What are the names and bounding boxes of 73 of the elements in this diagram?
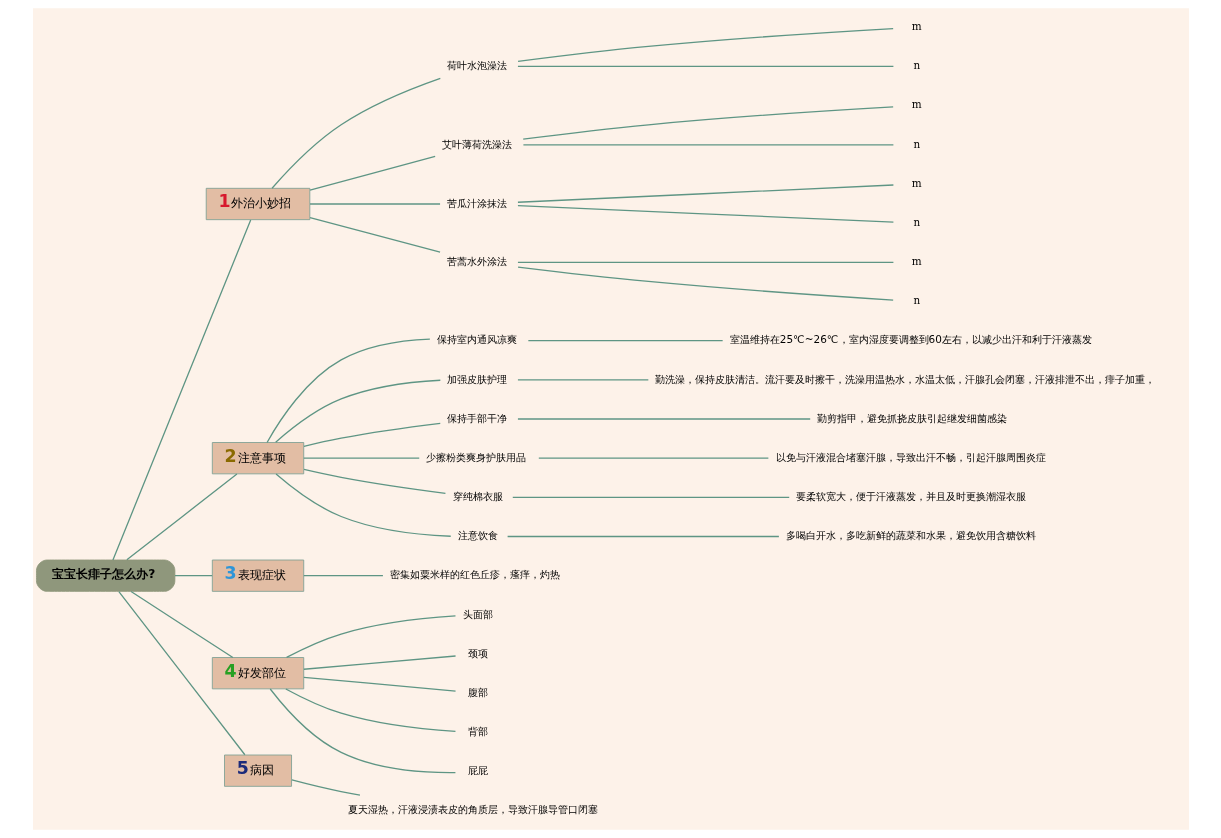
node-box: 宝宝长痱子怎么办? [35,559,175,592]
connector [302,676,456,692]
connector [274,379,441,443]
node-box: 2 注意事项 [211,442,304,475]
connector [302,655,456,670]
node-text: 穿纯棉衣服 [452,490,503,503]
connector [506,535,780,538]
node-text: 保持手部干净 [446,411,507,424]
connector [527,340,723,342]
connector [516,418,811,420]
connector [290,779,361,796]
node-text: m [911,255,922,268]
node-text: 保持室内通风凉爽 [436,333,517,346]
node-text: 多喝白开水，多吃新鲜的蔬菜和水果，避免饮用含糖饮料 [785,529,1036,542]
connector [522,106,894,140]
node-text: 艾叶薄荷洗澡法 [441,137,512,150]
connector [302,422,441,447]
node-text: m [911,19,922,32]
connector [269,688,456,774]
node-box: 1外治小妙招 [205,187,310,221]
connector [117,591,246,756]
connector [173,575,213,577]
node-text: 屁屁 [467,764,488,777]
connector [522,144,894,146]
connector [537,457,769,459]
connector [308,203,441,205]
connector [302,575,384,577]
node-text: 苦蒿水外涂法 [446,255,507,268]
node-text: 要柔软宽大，便于汗液蒸发，并且及时更换潮湿衣服 [795,490,1026,503]
connector [302,457,420,459]
connector [285,615,456,659]
connector [284,688,456,733]
node-text: m [911,98,922,111]
node-text: n [912,215,920,228]
node-text: 勤剪指甲，避免抓挠皮肤引起继发细菌感染 [816,411,1007,424]
connector [516,261,894,263]
connector [129,590,234,659]
connector [516,205,894,223]
node-text: n [912,294,920,307]
connector [516,184,894,203]
connector [274,473,451,537]
node-text: 头面部 [462,607,493,620]
connector [308,155,436,191]
connector [511,496,790,498]
node-text: 以免与汗液混合堵塞汗腺，导致出汗不畅，引起汗腺周围炎症 [775,450,1046,463]
connector [308,216,441,253]
connector [125,473,238,561]
node-box: 4好发部位 [211,657,304,690]
node-text: m [911,176,922,189]
node-text: 密集如粟米样的红色丘疹，瘙痒，灼热 [389,568,560,581]
node-text: n [912,137,920,150]
node-text: 腹部 [467,685,488,698]
node-text: 夏天湿热，汗液浸渍表皮的角质层，导致汗腺导管口闭塞 [347,803,598,816]
node-text: 背部 [467,725,488,738]
node-text: 注意饮食 [457,529,498,542]
node-text: 室温维持在25℃~26℃，室内湿度要调整到60左右，以减少出汗和利于汗液蒸发 [729,333,1092,346]
node-box: 5病因 [223,754,292,787]
connector [111,219,251,561]
node-text: 荷叶水泡澡法 [446,59,507,72]
node-box: 3 表现症状 [211,559,304,592]
connector [516,379,649,381]
node-text: 少擦粉类爽身护肤用品 [425,450,526,463]
connector [302,468,446,494]
node-text: n [912,59,920,72]
node-text: 勤洗澡，保持皮肤清洁。流汗要及时擦干，洗澡用温热水，水温太低，汗腺孔会闭塞，汗液排泄不出，痱子加重， [654,372,1155,385]
node-text: 颈项 [467,646,488,659]
connector [270,77,441,189]
connector [516,65,894,68]
connector [516,27,894,63]
node-text: 苦瓜汁涂抹法 [446,196,507,209]
connector [516,266,894,301]
connector [265,338,431,444]
node-text: 加强皮肤护理 [446,372,507,385]
